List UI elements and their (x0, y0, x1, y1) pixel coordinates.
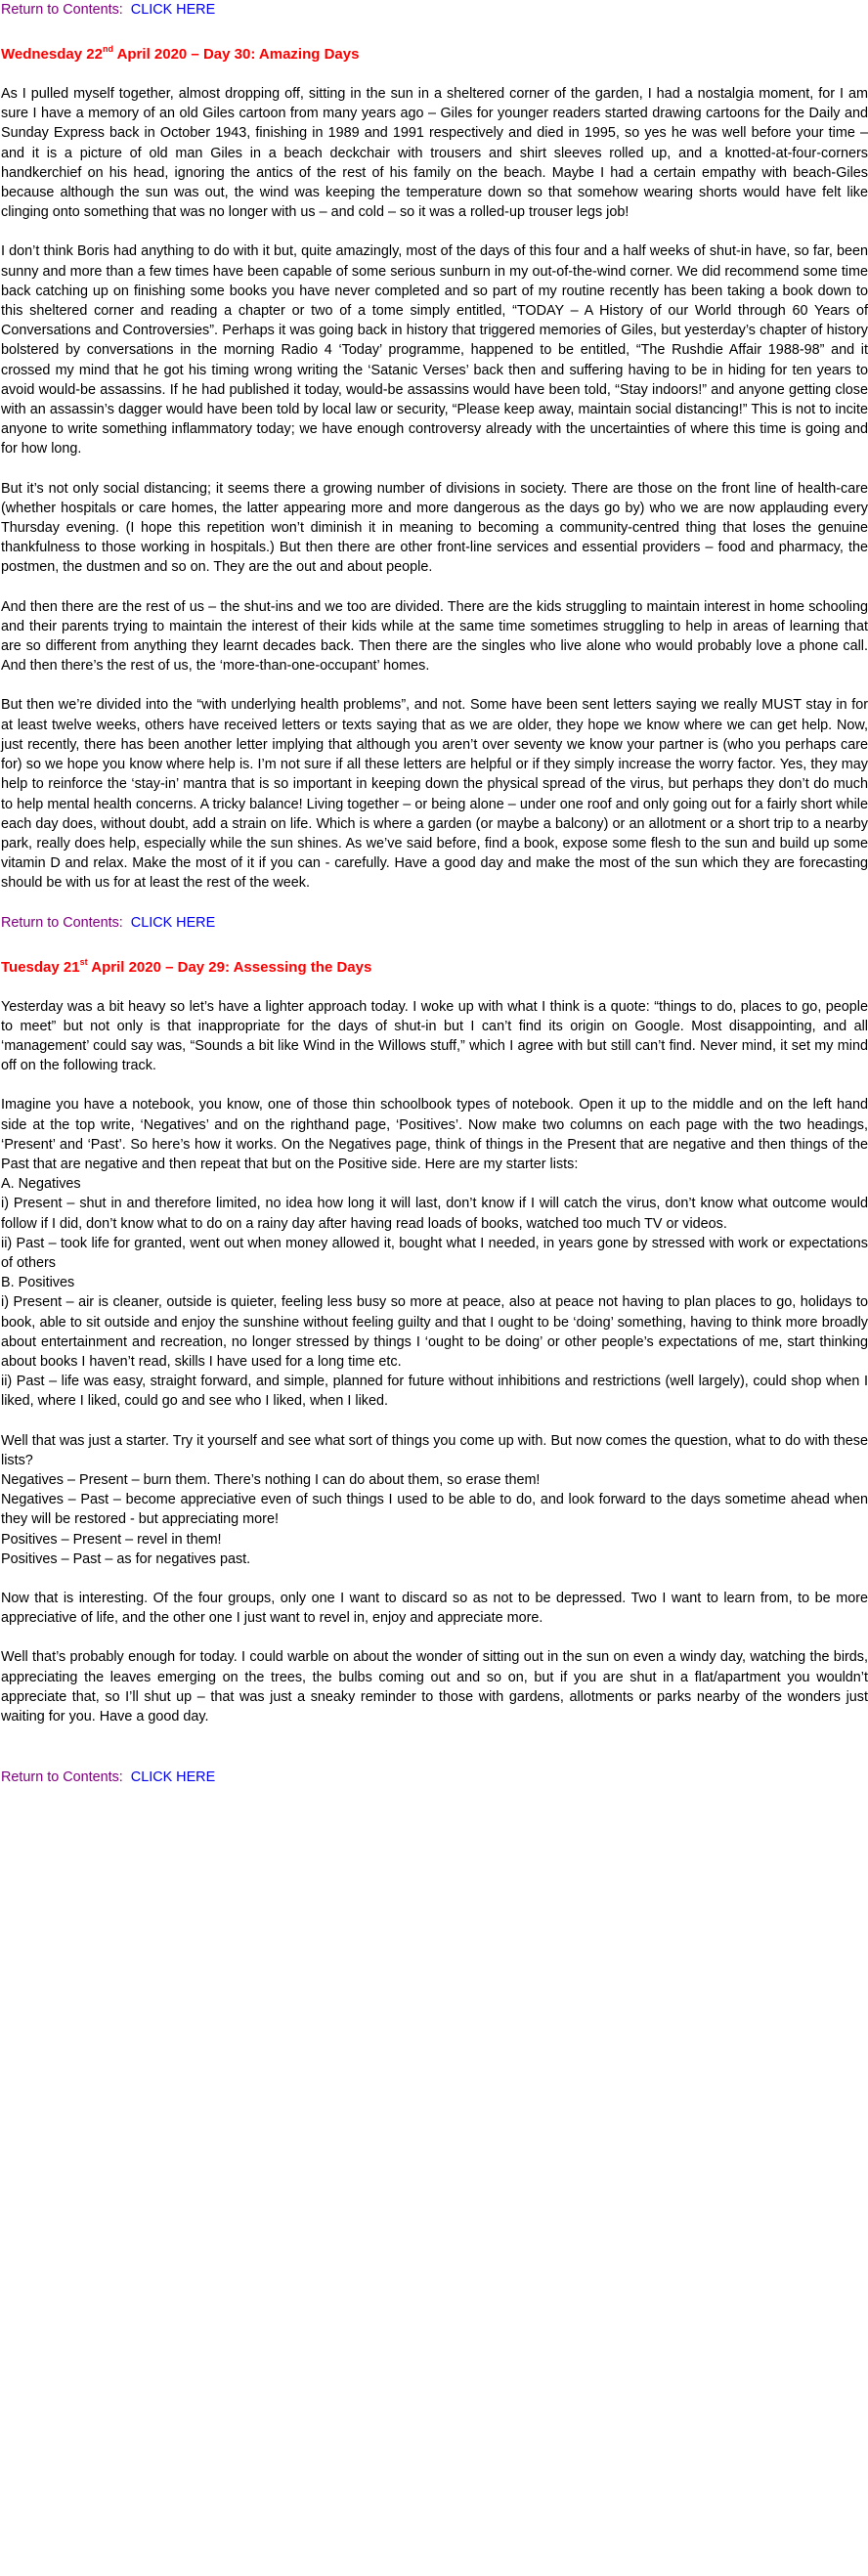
click-here-link[interactable]: CLICK HERE (130, 2, 216, 18)
list-line: Positives – Past – as for negatives past… (1, 1550, 251, 1567)
return-to-contents: Return to Contents: CLICK HERE (1, 1769, 216, 1786)
entry2-paragraph: Well that’s probably enough for today. I… (1, 1649, 868, 1725)
list-line: Positives – Present – revel in them! (1, 1531, 222, 1548)
list-line: Negatives – Past – become appreciative e… (1, 1492, 868, 1528)
entry2-paragraph: Imagine you have a notebook, you know, o… (1, 1097, 868, 1172)
document-page: Return to Contents: CLICK HERE Wednesday… (1, 2, 868, 1786)
entry-heading-day-29: Tuesday 21st April 2020 – Day 29: Assess… (1, 956, 372, 976)
entry-heading-day-30: Wednesday 22nd April 2020 – Day 30: Amaz… (1, 44, 360, 64)
list-actions: Well that was just a starter. Try it you… (1, 1431, 868, 1569)
entry1-paragraph: And then there are the rest of us – the … (1, 598, 868, 675)
entry2-paragraph: Now that is interesting. Of the four gro… (1, 1591, 868, 1627)
list-line: A. Negatives (1, 1176, 81, 1193)
entry1-paragraph: As I pulled myself together, almost drop… (1, 86, 868, 221)
return-to-contents: Return to Contents: CLICK HERE (1, 914, 216, 931)
entry1-paragraph: I don’t think Boris had anything to do w… (1, 243, 868, 458)
entry2-paragraph: Yesterday was a bit heavy so let’s have … (1, 998, 868, 1074)
list-line: Negatives – Present – burn them. There’s… (1, 1471, 541, 1488)
list-line: i) Present – shut in and therefore limit… (1, 1196, 868, 1232)
entry1-paragraph: But then we’re divided into the “with un… (1, 697, 868, 892)
list-line: i) Present – air is cleaner, outside is … (1, 1294, 868, 1370)
entry1-paragraph: But it’s not only social distancing; it … (1, 480, 868, 576)
starter-lists: A. Negatives i) Present – shut in and th… (1, 1174, 868, 1411)
list-line: Well that was just a starter. Try it you… (1, 1432, 868, 1468)
click-here-link[interactable]: CLICK HERE (130, 1769, 216, 1786)
list-line: ii) Past – took life for granted, went o… (1, 1235, 868, 1271)
list-line: B. Positives (1, 1275, 75, 1291)
list-line: ii) Past – life was easy, straight forwa… (1, 1374, 868, 1410)
return-to-contents: Return to Contents: CLICK HERE (1, 2, 216, 18)
click-here-link[interactable]: CLICK HERE (130, 914, 216, 931)
